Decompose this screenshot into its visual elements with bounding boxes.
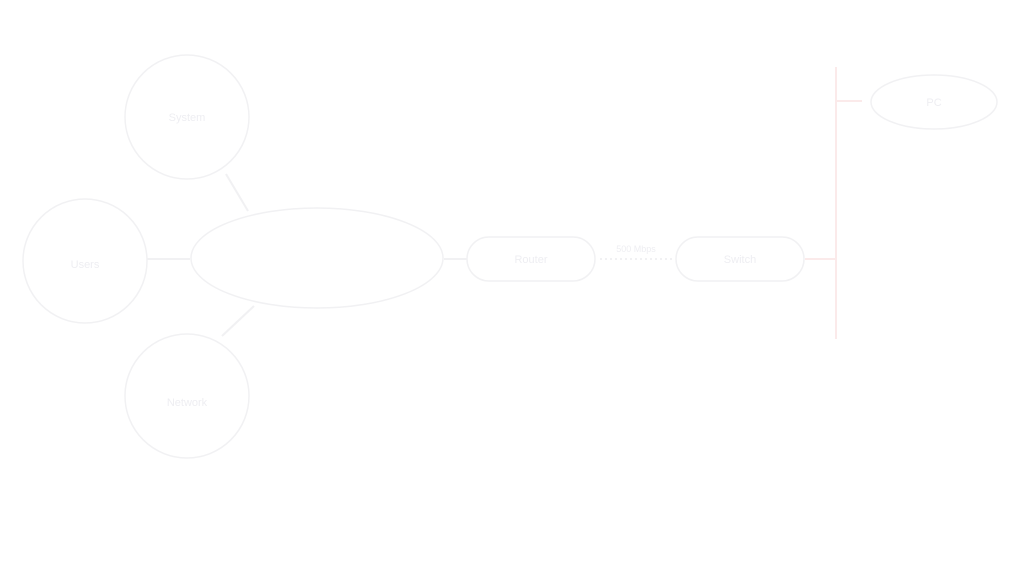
node-left-circle	[22, 198, 148, 324]
edge-top-circle-to-center	[225, 173, 249, 212]
node-top-right-ellipse	[870, 74, 998, 130]
label-dotted-edge: 500 Mbps	[616, 244, 656, 254]
node-top-circle	[124, 54, 250, 180]
node-pill-b	[675, 236, 805, 282]
label-pill-b: Switch	[724, 254, 756, 266]
label-bottom-circle: Network	[167, 397, 208, 409]
label-pill-a: Router	[514, 254, 547, 266]
node-pill-a	[466, 236, 596, 282]
node-center-ellipse	[190, 207, 444, 309]
label-top-right-ellipse: PC	[926, 97, 941, 109]
label-top-circle: System	[169, 112, 206, 124]
label-left-circle: Users	[71, 259, 100, 271]
node-bottom-circle	[124, 333, 250, 459]
edge-bottom-circle-to-center	[221, 305, 255, 337]
